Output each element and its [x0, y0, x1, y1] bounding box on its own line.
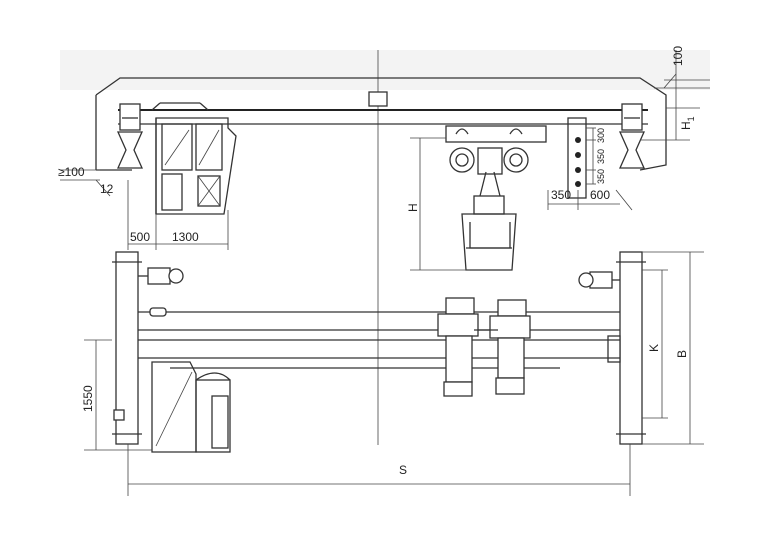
dim-v350: 350 [596, 169, 606, 184]
dim-500: 500 [130, 230, 150, 244]
left-end-wheel [116, 103, 144, 169]
plan-view: 1550 K B S [81, 251, 704, 496]
elevation-view: 100 H1 ≥100 12 500 1300 H 350 600 350 35… [58, 46, 710, 271]
dim-v300: 300 [596, 128, 606, 143]
plan-dimensions [84, 251, 704, 496]
left-end-truck [112, 251, 184, 445]
dim-600: 600 [590, 188, 610, 202]
cable-trolley-conductors [567, 117, 596, 199]
dim-1550: 1550 [81, 385, 95, 412]
dim-1300: 1300 [172, 230, 199, 244]
trolley [445, 125, 547, 271]
elevation-dimensions [60, 50, 710, 271]
dim-s: S [399, 463, 407, 477]
dim-v350b: 350 [596, 149, 606, 164]
operator-cab [155, 117, 237, 215]
dim-k: K [647, 344, 661, 352]
dim-100-top: 100 [671, 46, 685, 66]
dim-ge100: ≥100 [58, 165, 85, 179]
dim-12: 12 [100, 182, 114, 196]
right-end-wheel [618, 103, 646, 169]
right-end-truck [578, 251, 646, 445]
dim-350: 350 [551, 188, 571, 202]
background-band [60, 50, 710, 90]
girder-outline [95, 77, 667, 171]
dim-h1: H1 [679, 116, 696, 130]
dim-h: H [406, 203, 420, 212]
cab-plan [151, 361, 231, 453]
dim-b: B [675, 350, 689, 358]
girder-center-block [368, 91, 388, 107]
trolley-plan [437, 297, 531, 397]
